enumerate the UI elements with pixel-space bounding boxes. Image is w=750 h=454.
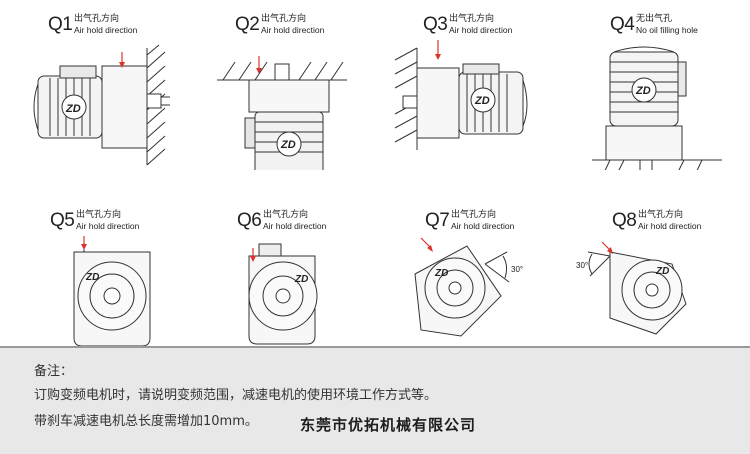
section-divider: [0, 346, 750, 348]
option-label-en: Air hold direction: [638, 221, 702, 231]
note-line: 带刹车减速电机总长度需增加10mm。: [34, 414, 258, 429]
option-number: Q1: [48, 14, 73, 35]
brand-logo: ZD: [280, 139, 296, 151]
option-label-en: Air hold direction: [263, 221, 327, 231]
option-number: Q6: [237, 210, 262, 231]
angle-label: 30°: [576, 261, 588, 270]
brand-logo: ZD: [474, 95, 490, 107]
brand-logo: ZD: [85, 272, 99, 283]
notes-panel: 备注： 订购变频电机时，请说明变频范围，减速电机的使用环境工作方式等。 带刹车减…: [0, 348, 750, 454]
air-hole-arrow-icon: [427, 245, 433, 252]
air-hole-arrow-icon: [607, 247, 613, 254]
option-number: Q8: [612, 210, 637, 231]
air-hole-arrow-icon: [81, 244, 87, 250]
option-label-en: Air hold direction: [451, 221, 515, 231]
brand-logo: ZD: [635, 85, 651, 97]
option-label-en: No oil filling hole: [636, 25, 698, 35]
note-line: 订购变频电机时，请说明变频范围，减速电机的使用环境工作方式等。: [34, 388, 438, 403]
option-number: Q2: [235, 14, 260, 35]
option-label-en: Air hold direction: [449, 25, 513, 35]
motor-vertical-down-diagram: ZD: [217, 56, 347, 170]
option-q1: Q1 出气孔方向 Air hold direction ZD: [0, 0, 187, 170]
option-q5: Q5 出气孔方向 Air hold direction ZD: [0, 200, 187, 370]
option-label-en: Air hold direction: [74, 25, 138, 35]
air-hole-arrow-icon: [256, 68, 262, 74]
option-label-cn: 出气孔方向: [76, 210, 122, 220]
option-number: Q7: [425, 210, 450, 231]
option-label-cn: 出气孔方向: [263, 210, 309, 220]
flange-front-view-diagram: ZD: [73, 236, 151, 346]
company-name: 东莞市优拓机械有限公司: [300, 416, 477, 434]
option-q7: Q7 出气孔方向 Air hold direction 30° ZD: [375, 200, 562, 370]
option-number: Q4: [610, 14, 635, 35]
brand-logo: ZD: [294, 274, 308, 285]
brand-logo: ZD: [434, 268, 448, 279]
motor-vertical-up-diagram: ZD: [592, 46, 722, 170]
brand-logo: ZD: [655, 266, 669, 277]
air-hole-arrow-icon: [435, 54, 441, 60]
option-q4: Q4 无出气孔 No oil filling hole ZD: [562, 0, 749, 170]
option-label-cn: 出气孔方向: [74, 14, 120, 24]
angle-label: 30°: [511, 265, 523, 274]
option-label-cn: 无出气孔: [636, 14, 673, 24]
motor-horizontal-diagram: ZD: [33, 44, 170, 166]
option-number: Q3: [423, 14, 448, 35]
option-label-cn: 出气孔方向: [451, 210, 497, 220]
option-number: Q5: [50, 210, 75, 231]
brand-logo: ZD: [65, 103, 81, 115]
notes-title: 备注：: [34, 364, 74, 379]
flange-rotated-view-diagram: 30° ZD: [414, 237, 523, 337]
option-q2: Q2 出气孔方向 Air hold direction ZD: [187, 0, 374, 170]
option-label-en: Air hold direction: [76, 221, 140, 231]
flange-rotated-view-diagram: 30° ZD: [576, 241, 687, 335]
option-label-en: Air hold direction: [261, 25, 325, 35]
air-hole-arrow-icon: [250, 256, 256, 262]
option-q8: Q8 出气孔方向 Air hold direction 30° ZD: [562, 200, 749, 370]
option-label-cn: 出气孔方向: [261, 14, 307, 24]
air-hole-arrow-icon: [119, 62, 125, 68]
option-q3: Q3 出气孔方向 Air hold direction ZD: [375, 0, 562, 170]
option-q6: Q6 出气孔方向 Air hold direction ZD: [187, 200, 374, 370]
flange-front-view-diagram: ZD: [248, 243, 318, 345]
motor-horizontal-reversed-diagram: ZD: [394, 40, 528, 150]
option-label-cn: 出气孔方向: [449, 14, 495, 24]
option-label-cn: 出气孔方向: [638, 210, 684, 220]
